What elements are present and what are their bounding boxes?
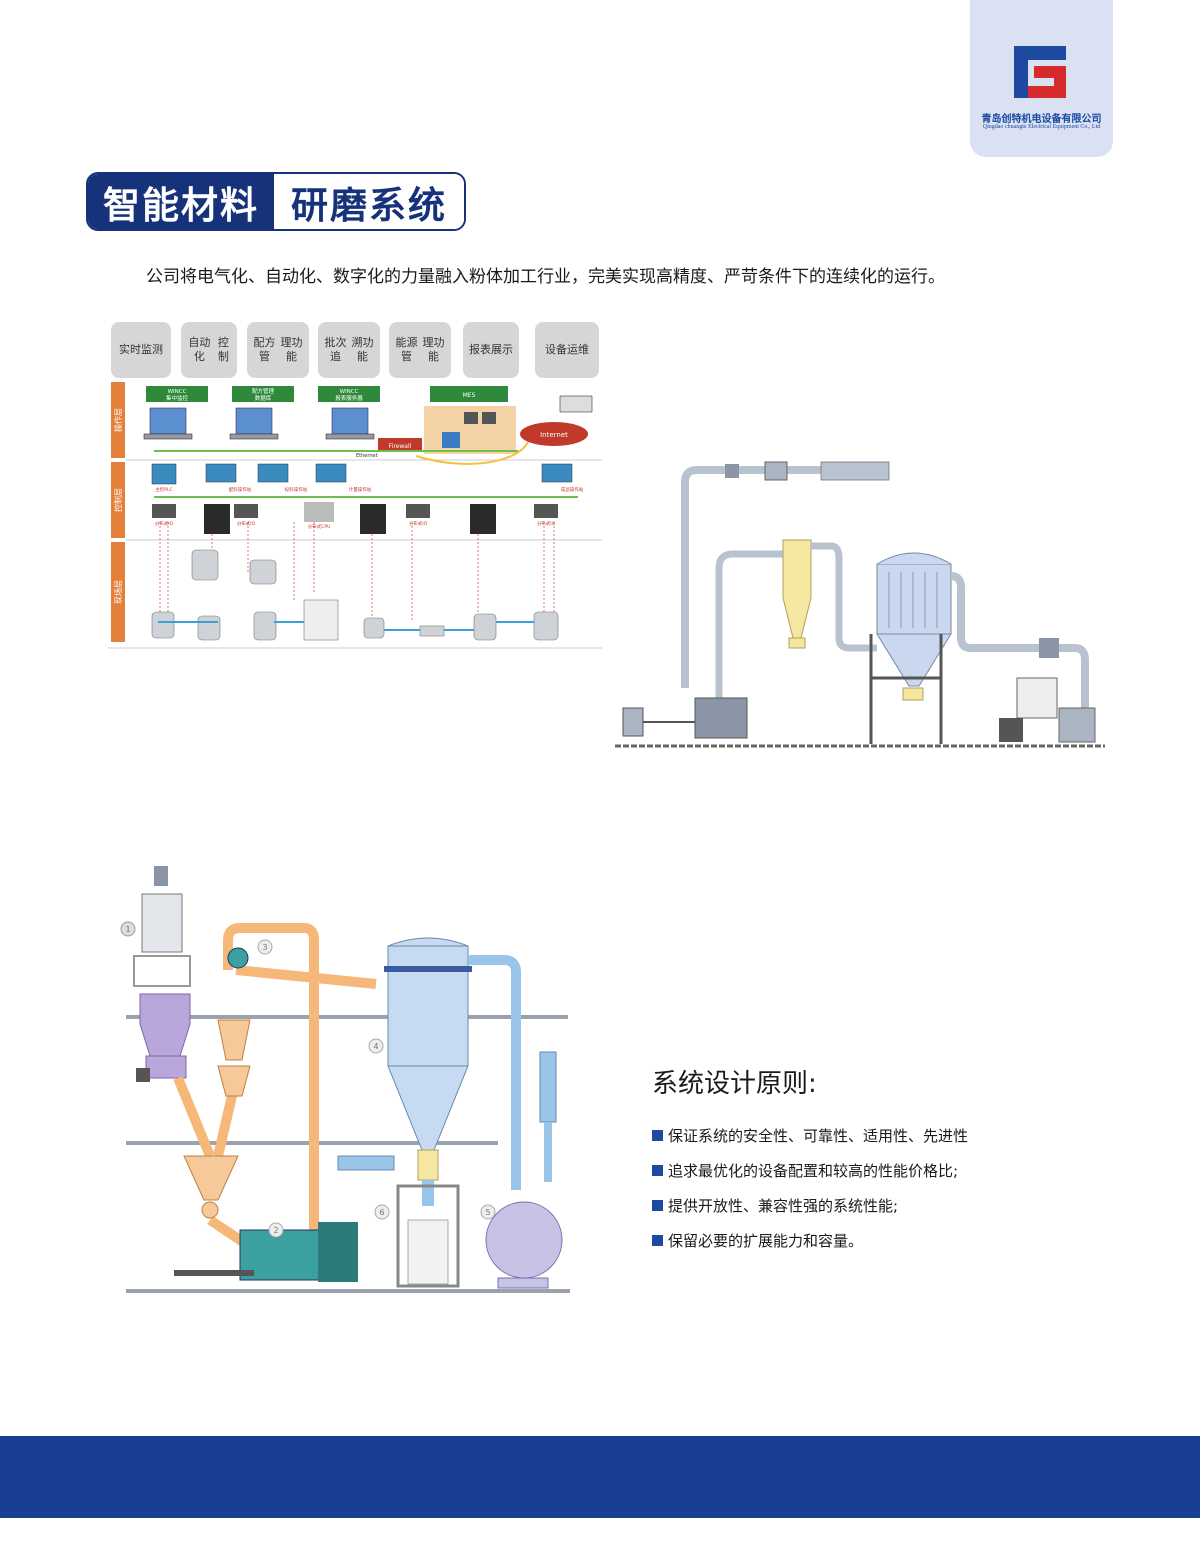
bullet-square-icon [652, 1200, 663, 1211]
principle-item: 追求最优化的设备配置和较高的性能价格比; [652, 1153, 1092, 1188]
svg-text:集中监控: 集中监控 [166, 394, 189, 402]
company-name-en: Qingdao chuangte Electrical Equipment Co… [982, 124, 1101, 130]
layer-label-field: 现场层 [114, 580, 123, 604]
server-wincc-monitor: WINCC 集中监控 [146, 386, 208, 402]
svg-text:主控PLC: 主控PLC [155, 486, 172, 493]
svg-text:成品操作站: 成品操作站 [561, 486, 584, 493]
svg-text:计量操作站: 计量操作站 [349, 486, 372, 493]
svg-text:数据库: 数据库 [255, 394, 272, 402]
function-box-batch-trace: 批次追溯功能 [318, 322, 380, 378]
server-recipe-db: 配方管理 数据库 [232, 386, 294, 402]
architecture-network-graphic: 操作层 控制层 现场层 WINCC 集中监控 配方管理 数据库 WINCC 报表… [108, 386, 602, 649]
svg-text:报表服务器: 报表服务器 [335, 394, 363, 402]
svg-text:配方管理: 配方管理 [252, 387, 275, 395]
svg-text:配料操作站: 配料操作站 [229, 486, 252, 493]
function-box-auto-control: 自动化控制 [181, 322, 237, 378]
section-title: 智能材料 研磨系统 [86, 172, 466, 231]
function-box-recipe: 配方管理功能 [247, 322, 309, 378]
svg-text:MES: MES [463, 392, 476, 399]
label-4: 4 [373, 1042, 378, 1051]
footer-bar [0, 1436, 1200, 1518]
svg-text:Firewall: Firewall [389, 443, 412, 450]
server-wincc-report: WINCC 报表服务器 [318, 386, 380, 402]
function-box-energy: 能源管理功能 [389, 322, 451, 378]
section-title-left: 智能材料 [88, 174, 274, 229]
svg-text:分布式IO: 分布式IO [155, 520, 174, 527]
svg-text:分布式IO: 分布式IO [409, 520, 428, 527]
system-architecture-diagram: 实时监测 自动化控制 配方管理功能 批次追溯功能 能源管理功能 报表展示 设备运… [108, 322, 602, 650]
principles-title: 系统设计原则: [652, 1069, 817, 1099]
layer-bar-operation [111, 382, 125, 458]
layer-bar-control [111, 462, 125, 538]
internet-cloud-icon [520, 422, 588, 446]
label-1: 1 [125, 925, 130, 934]
firewall-icon [378, 438, 422, 452]
svg-text:Internet: Internet [540, 431, 568, 439]
design-principles: 系统设计原则: 保证系统的安全性、可靠性、适用性、先进性 追求最优化的设备配置和… [652, 1063, 1092, 1258]
bullet-square-icon [652, 1235, 663, 1246]
intro-text: 公司将电气化、自动化、数字化的力量融入粉体加工行业，完美实现高精度、严苛条件下的… [146, 267, 945, 287]
label-6: 6 [379, 1208, 384, 1217]
svg-text:WINCC: WINCC [340, 389, 359, 395]
company-logo-tab: 青岛创特机电设备有限公司 Qingdao chuangte Electrical… [970, 0, 1113, 157]
svg-text:分布式IO: 分布式IO [237, 520, 256, 527]
svg-text:Ethernet: Ethernet [356, 453, 378, 459]
label-5: 5 [485, 1208, 490, 1217]
svg-text:分布式CPU: 分布式CPU [308, 523, 331, 530]
grinding-system-diagram-2: 1 3 2 4 6 5 [120, 866, 570, 1293]
svg-text:WINCC: WINCC [168, 389, 187, 395]
server-mes: MES [430, 386, 508, 402]
layer-bar-field [111, 542, 125, 642]
principle-item: 保证系统的安全性、可靠性、适用性、先进性 [652, 1118, 1092, 1153]
bullet-square-icon [652, 1165, 663, 1176]
layer-label-control: 控制层 [113, 488, 123, 512]
bullet-square-icon [652, 1130, 663, 1141]
section-title-right: 研磨系统 [274, 174, 464, 229]
remote-laptop-icon [559, 395, 593, 413]
company-name-cn: 青岛创特机电设备有限公司 [981, 114, 1102, 125]
label-2: 2 [273, 1226, 278, 1235]
function-box-maintenance: 设备运维 [535, 322, 599, 378]
svg-text:投料操作站: 投料操作站 [285, 486, 308, 493]
principle-item: 保留必要的扩展能力和容量。 [652, 1223, 1092, 1258]
function-box-report: 报表展示 [463, 322, 519, 378]
layer-label-operation: 操作层 [113, 408, 123, 432]
label-3: 3 [262, 943, 267, 952]
svg-text:分布式IO: 分布式IO [537, 520, 556, 527]
function-box-realtime-monitor: 实时监测 [111, 322, 171, 378]
grinding-system-diagram-1 [615, 461, 1105, 748]
company-logo-icon [1014, 46, 1066, 98]
principle-item: 提供开放性、兼容性强的系统性能; [652, 1188, 1092, 1223]
